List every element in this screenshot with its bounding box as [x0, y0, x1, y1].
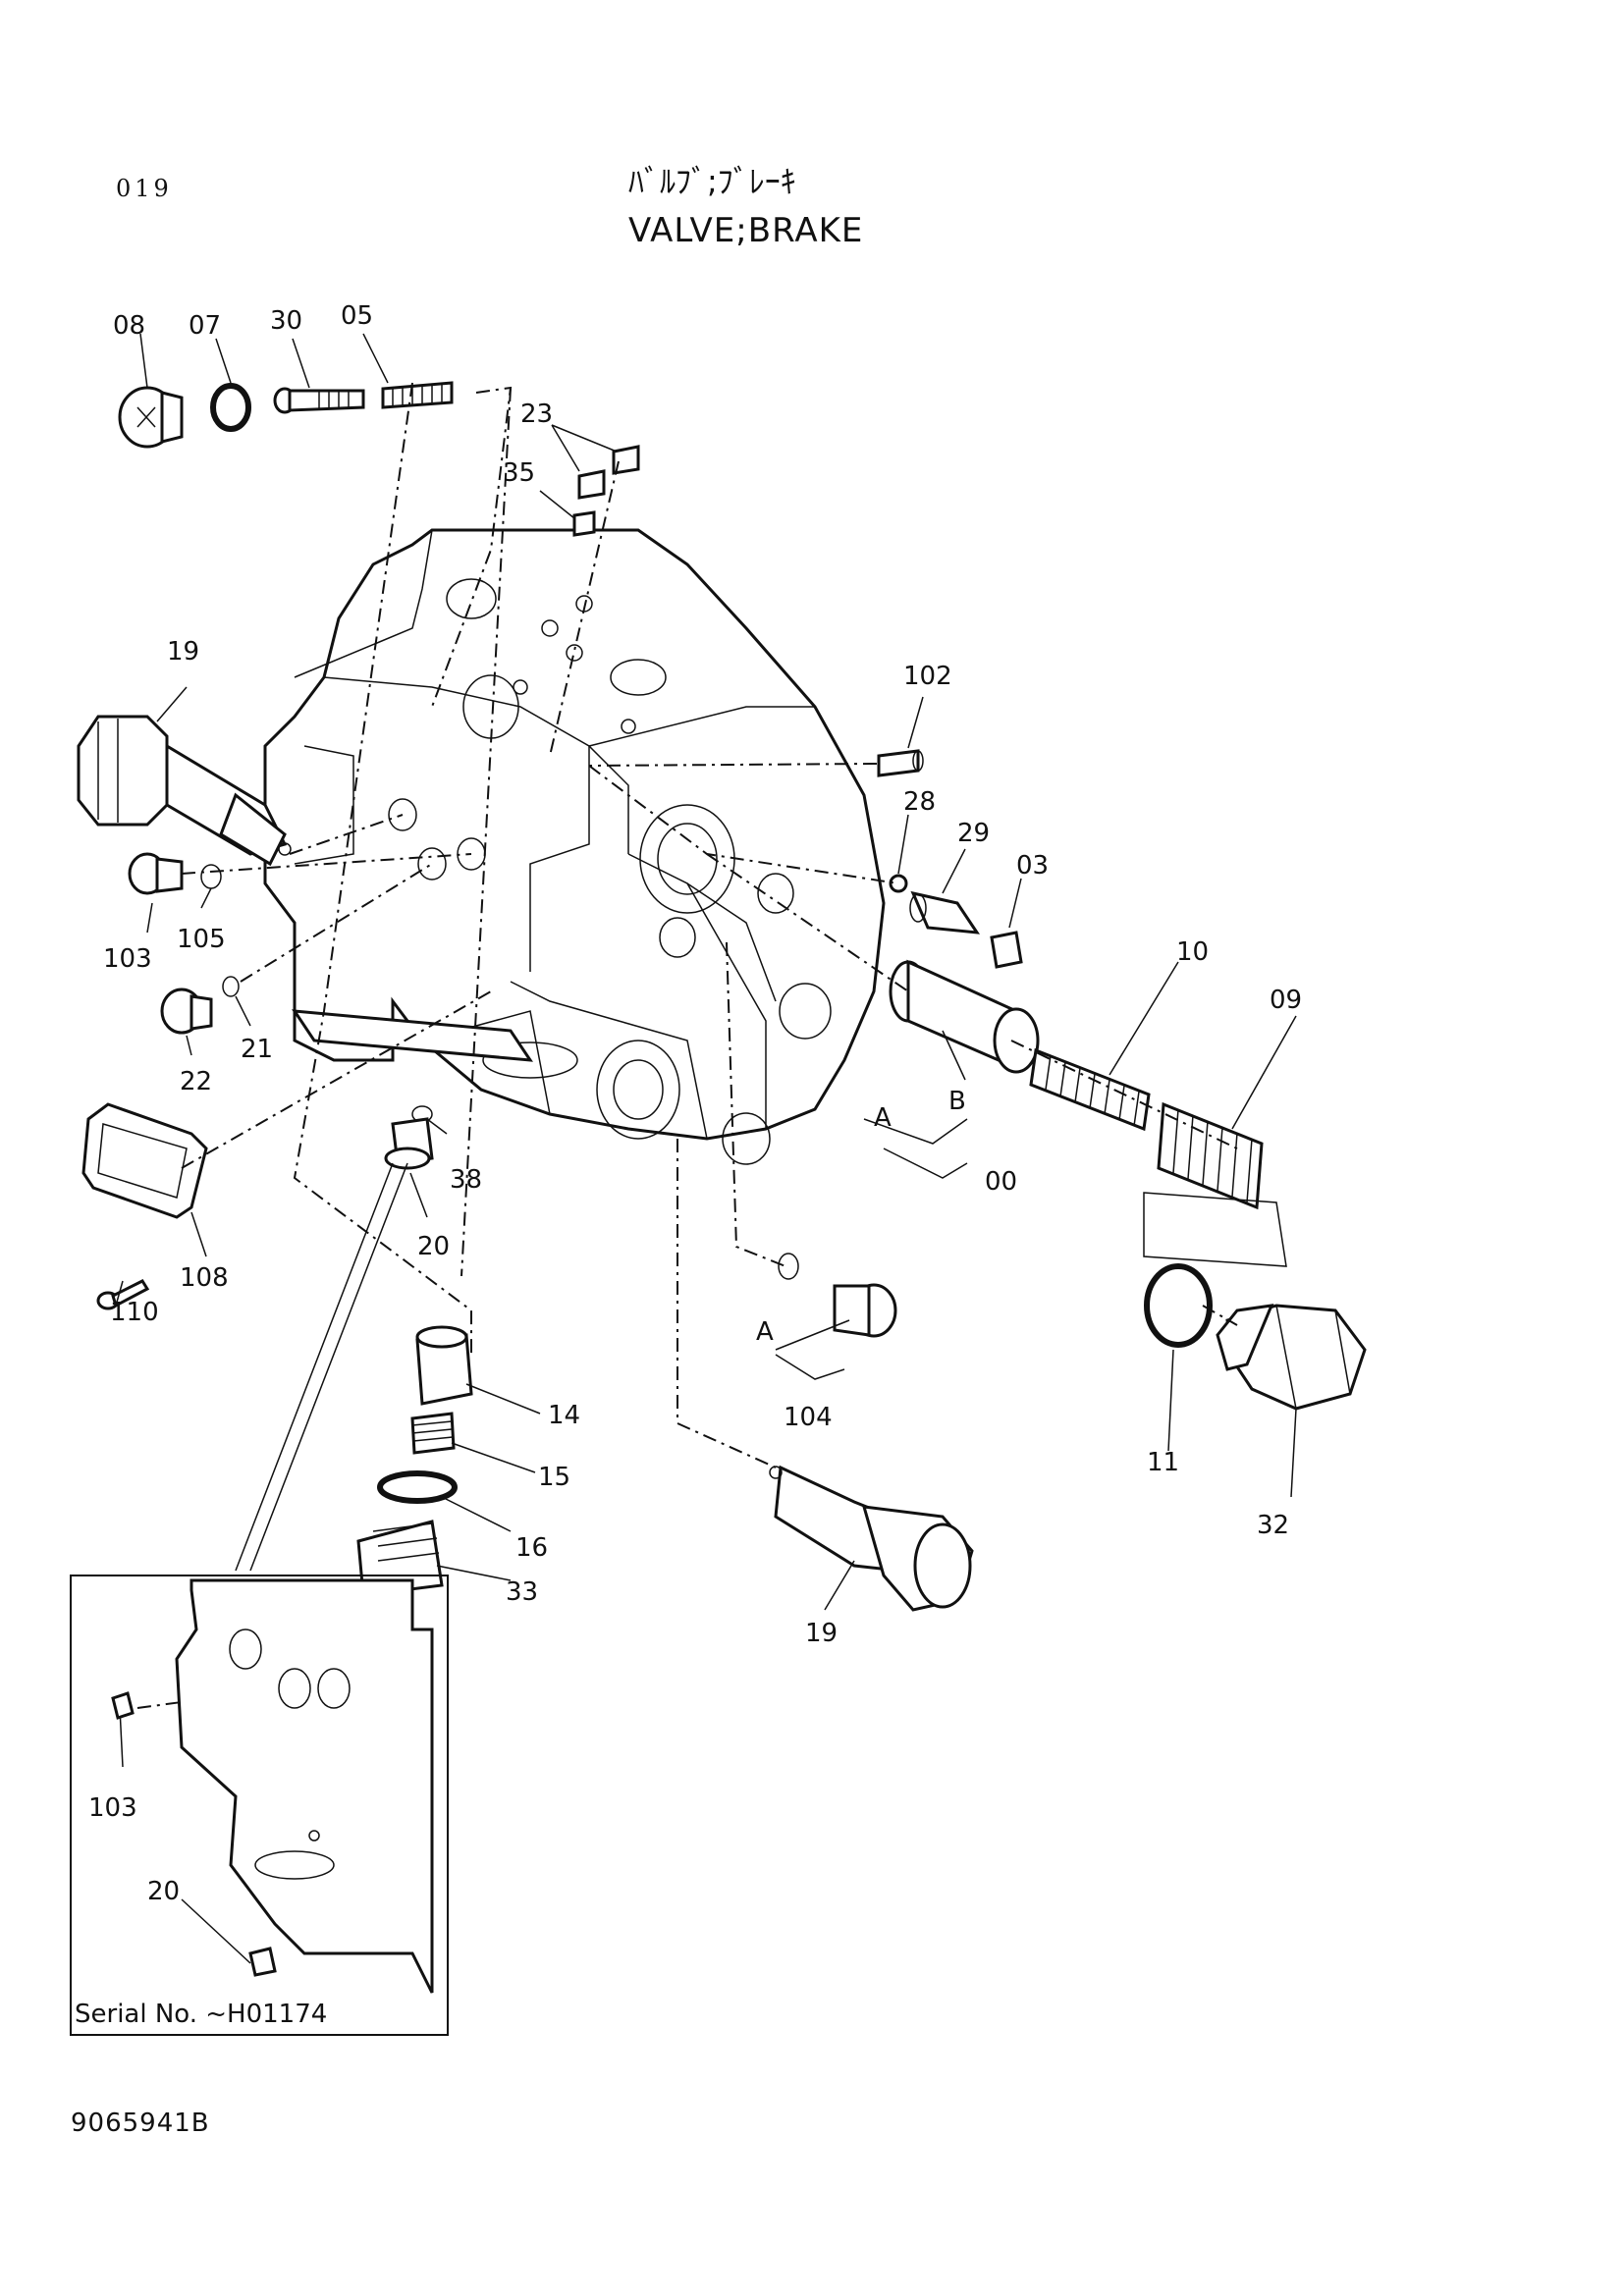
- part-b-spool: [889, 959, 1040, 1074]
- label-15: 15: [538, 1463, 570, 1492]
- part-08-plug: [118, 386, 184, 449]
- label-30: 30: [270, 306, 302, 336]
- drawing-number: 9065941B: [71, 2109, 210, 2138]
- label-110: 110: [110, 1298, 159, 1327]
- label-29: 29: [957, 819, 990, 848]
- label-00: 00: [985, 1167, 1017, 1197]
- label-b: B: [948, 1087, 966, 1116]
- label-23: 23: [520, 400, 553, 429]
- part-10-spring: [1029, 1047, 1151, 1132]
- page-number: 019: [116, 175, 173, 202]
- label-16: 16: [515, 1533, 548, 1563]
- part-23-plugs: [577, 445, 640, 500]
- title-english: VALVE;BRAKE: [628, 211, 864, 250]
- label-10: 10: [1176, 937, 1209, 967]
- label-22: 22: [180, 1067, 212, 1096]
- part-20-plug: [384, 1117, 434, 1170]
- part-09-frame: [1143, 1192, 1287, 1267]
- label-103-inset: 103: [88, 1793, 137, 1823]
- label-102: 102: [903, 662, 952, 691]
- part-16-o-ring: [377, 1470, 458, 1504]
- serial-number-label: Serial No. ~H01174: [75, 2000, 327, 2029]
- part-19-upper-valve: [77, 715, 292, 867]
- label-105: 105: [177, 925, 226, 954]
- label-38: 38: [450, 1165, 482, 1195]
- label-14: 14: [548, 1401, 580, 1430]
- part-105-o-ring: [200, 864, 222, 889]
- part-05-spring: [381, 381, 454, 409]
- label-03: 03: [1016, 851, 1049, 881]
- label-104: 104: [784, 1403, 833, 1432]
- part-a-o-ring: [778, 1253, 799, 1280]
- label-28: 28: [903, 787, 936, 817]
- label-a-lower: A: [756, 1317, 774, 1347]
- part-11-o-ring: [1144, 1263, 1213, 1348]
- label-a-upper: A: [874, 1103, 892, 1133]
- part-19-lower-valve: [769, 1465, 974, 1612]
- part-29-poppet: [909, 890, 981, 934]
- part-21-o-ring: [222, 976, 240, 997]
- label-108: 108: [180, 1263, 229, 1293]
- part-28-ball: [889, 874, 908, 893]
- label-103-main: 103: [103, 944, 152, 974]
- part-14-piston: [415, 1325, 473, 1406]
- label-19-upper: 19: [167, 637, 199, 667]
- part-03-plug: [990, 931, 1023, 969]
- label-07: 07: [189, 311, 221, 341]
- part-33-plug: [356, 1520, 444, 1597]
- part-22-plug: [160, 988, 213, 1035]
- part-108-cover: [81, 1102, 208, 1219]
- part-104-plug: [833, 1283, 897, 1338]
- serial-inset-box: Serial No. ~H01174: [70, 1575, 449, 2036]
- part-30-pin: [273, 387, 365, 414]
- label-35: 35: [503, 458, 535, 488]
- label-32: 32: [1257, 1511, 1289, 1540]
- label-21: 21: [241, 1035, 273, 1064]
- title-japanese: ﾊﾞﾙﾌﾞ;ﾌﾞﾚｰｷ: [628, 163, 796, 200]
- label-08: 08: [113, 311, 145, 341]
- label-09: 09: [1270, 986, 1302, 1015]
- leader-lines: [115, 333, 1297, 1964]
- part-32-plug: [1216, 1304, 1367, 1411]
- valve-body-illustration: [263, 528, 886, 1165]
- part-07-o-ring: [210, 383, 251, 432]
- part-110-screw: [96, 1279, 150, 1310]
- label-19-lower: 19: [805, 1619, 838, 1648]
- label-33: 33: [506, 1577, 538, 1607]
- label-05: 05: [341, 301, 373, 331]
- part-15-spring: [410, 1412, 456, 1455]
- part-103-plug: [128, 852, 184, 895]
- part-35-plug: [572, 510, 596, 537]
- label-11: 11: [1147, 1448, 1179, 1477]
- label-20-inset: 20: [147, 1877, 180, 1906]
- part-09-spring: [1157, 1101, 1264, 1210]
- part-labels: 08 07 30 05 23 35 19 102 28 29 03 103 10…: [88, 301, 1302, 1906]
- label-20-main: 20: [417, 1232, 450, 1261]
- center-lines: [136, 382, 1238, 1709]
- part-102-plug: [877, 749, 924, 777]
